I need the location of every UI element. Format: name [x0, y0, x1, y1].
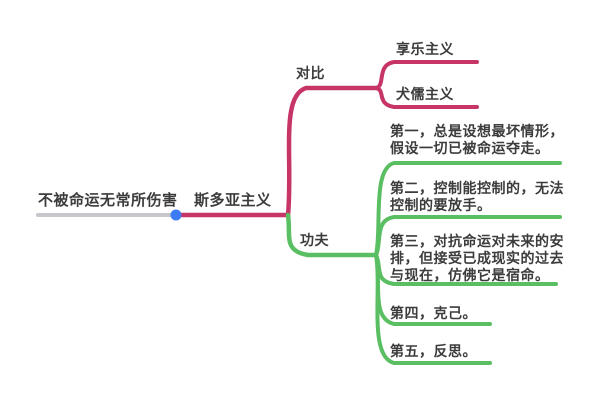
node-leaf-rule2[interactable]: 第二，控制能控制的，无法 控制的要放手。 [390, 181, 564, 214]
node-leaf-rule4[interactable]: 第四，克己。 [390, 306, 477, 322]
leaf-xiangle-line [374, 60, 479, 90]
leaf-rule5-line [374, 253, 492, 365]
node-leaf-rule5[interactable]: 第五，反思。 [390, 344, 477, 360]
node-branch-gongfu[interactable]: 功夫 [300, 233, 329, 249]
node-leaf-rule1[interactable]: 第一，总是设想最坏情形， 假设一切已被命运夺走。 [390, 124, 564, 157]
node-leaf-quanru[interactable]: 犬儒主义 [396, 87, 454, 103]
node-branch-duibi[interactable]: 对比 [296, 66, 325, 82]
branch-gongfu-line [285, 212, 379, 258]
node-main-topic[interactable]: 斯多亚主义 [194, 191, 272, 209]
node-root[interactable]: 不被命运无常所伤害 [38, 191, 178, 209]
leaf-rule2-line [374, 215, 562, 257]
leaf-quanru-line [374, 86, 479, 109]
node-leaf-rule3[interactable]: 第三，对抗命运对未来的安 排，但接受已成现实的过去 与现在，仿佛它是宿命。 [390, 234, 564, 284]
node-leaf-xiangle[interactable]: 享乐主义 [396, 42, 454, 58]
branch-duibi-line [285, 85, 379, 218]
node-collapse-dot[interactable] [170, 209, 182, 221]
